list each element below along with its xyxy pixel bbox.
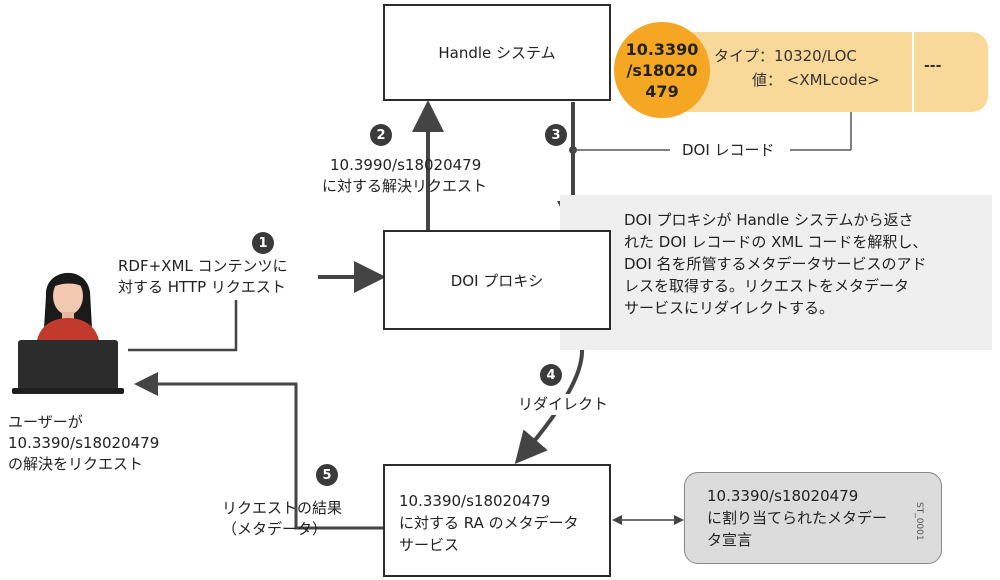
assigned-metadata-box: 10.3390/s18020479 に割り当てられたメタデー タ宣言 <box>684 472 942 564</box>
proxy-note-line: レスを取得する。リクエストをメタデータ <box>624 277 910 295</box>
doi-badge: 10.3390 /s18020 479 <box>614 22 710 118</box>
record-extra: --- <box>924 58 942 74</box>
handle-system-box: Handle システム <box>383 4 611 101</box>
ra-service-line: サービス <box>399 536 460 554</box>
assigned-metadata-line: に割り当てられたメタデー <box>707 509 888 527</box>
step-3-marker: 3 <box>545 124 567 146</box>
ra-service-line: 10.3390/s18020479 <box>399 492 551 510</box>
doi-proxy-label: DOI プロキシ <box>450 271 544 290</box>
step-1-marker: 1 <box>252 232 274 254</box>
doi-badge-line: 479 <box>645 81 679 101</box>
ra-service-line: に対する RA のメタデータ <box>399 514 579 532</box>
doi-proxy-box: DOI プロキシ <box>383 230 611 330</box>
handle-system-label: Handle システム <box>438 44 556 62</box>
step-4-label: リダイレクト <box>518 394 609 415</box>
doi-record-card: タイプ：10320/LOC 値： <XMLcode> --- <box>670 32 988 112</box>
record-divider <box>912 32 914 112</box>
ra-metadata-service-box: 10.3390/s18020479 に対する RA のメタデータ サービス <box>383 464 611 577</box>
arrow-metadata-result <box>134 372 383 530</box>
step-2-marker: 2 <box>370 124 392 146</box>
user-request-line <box>128 300 238 352</box>
user-at-laptop-icon <box>12 272 124 394</box>
doi-badge-line: /s18020 <box>626 60 698 80</box>
assigned-metadata-line: 10.3390/s18020479 <box>707 487 859 505</box>
doi-badge-line: 10.3390 <box>625 39 699 59</box>
step-5-marker: 5 <box>316 464 338 486</box>
doi-record-label: DOI レコード <box>676 140 781 161</box>
record-type-line: タイプ：10320/LOC <box>714 47 857 65</box>
step-1-label: RDF+XML コンテンツに 対する HTTP リクエスト <box>118 257 288 296</box>
record-value-line: 値： <XMLcode> <box>752 71 880 89</box>
proxy-note-line: DOI プロキシが Handle システムから返さ <box>624 211 914 229</box>
step-5-label: リクエストの結果 （メタデータ） <box>222 499 343 538</box>
step-2-label: 10.3990/s18020479 に対する解決リクエスト <box>322 156 488 195</box>
assigned-metadata-line: タ宣言 <box>707 531 753 549</box>
user-caption: ユーザーが 10.3390/s18020479 の解決をリクエスト <box>8 413 160 473</box>
proxy-note-line: サービスにリダイレクトする。 <box>624 299 835 317</box>
proxy-note-line: DOI 名を所管するメタデータサービスのアド <box>624 255 927 273</box>
proxy-note-panel: DOI プロキシが Handle システムから返さ れた DOI レコードの X… <box>560 195 992 350</box>
step-4-marker: 4 <box>540 364 562 386</box>
proxy-note-line: れた DOI レコードの XML コードを解釈し、 <box>624 233 928 251</box>
side-text: ST_0001 <box>914 502 924 541</box>
